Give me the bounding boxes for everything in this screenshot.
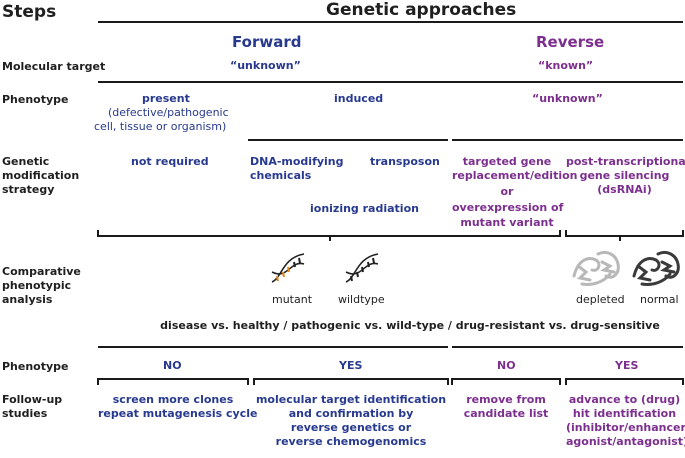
- phenotype2-reverse-yes: YES: [615, 359, 639, 372]
- phenotype-present-sub-1: (defective/pathogenic: [108, 106, 229, 119]
- phenotype-present: present: [142, 92, 190, 105]
- strategy-targeted-4: overexpression of: [452, 201, 564, 214]
- followup-forward-yes-1: molecular target identification: [255, 393, 447, 406]
- depleted-caption: depleted: [576, 293, 625, 306]
- followup-forward-no-2: repeat mutagenesis cycle: [98, 407, 258, 420]
- strategy-post-transcriptional-2: gene silencing: [579, 169, 670, 182]
- followup-forward-yes-3: reverse genetics or: [290, 421, 412, 434]
- row-label-comparative-1: Comparative: [2, 265, 81, 278]
- followup-reverse-yes-1: advance to (drug): [568, 393, 681, 406]
- phenotype2-forward-no: NO: [163, 359, 182, 372]
- followup-reverse-yes-3: (inhibitor/enhancer,: [566, 421, 685, 434]
- strategy-dna-modifying-1: DNA-modifying: [250, 155, 344, 168]
- strategy-dna-modifying-2: chemicals: [250, 169, 312, 182]
- forward-column-header: Forward: [232, 33, 302, 51]
- strategy-post-transcriptional-1: post-transcriptional: [566, 155, 685, 168]
- steps-header: Steps: [2, 2, 57, 22]
- row-label-phenotype: Phenotype: [2, 93, 69, 106]
- mutant-caption: mutant: [272, 293, 313, 306]
- reverse-column-header: Reverse: [536, 33, 605, 51]
- approaches-header: Genetic approaches: [326, 0, 517, 20]
- row-label-strategy-3: strategy: [2, 183, 55, 196]
- wildtype-caption: wildtype: [338, 293, 385, 306]
- comparison-statement: disease vs. healthy / pathogenic vs. wil…: [160, 319, 660, 332]
- phenotype2-reverse-no: NO: [497, 359, 516, 372]
- row-label-phenotype2: Phenotype: [2, 360, 69, 373]
- row-label-molecular-target: Molecular target: [2, 60, 106, 73]
- strategy-targeted-1: targeted gene: [462, 155, 552, 168]
- row-label-comparative-3: analysis: [2, 293, 53, 306]
- normal-protein-icon: [632, 250, 680, 286]
- strategy-targeted-2: replacement/edition: [452, 169, 578, 182]
- strategy-transposon: transposon: [370, 155, 440, 168]
- strategy-targeted-3: or: [500, 185, 514, 198]
- strategy-post-transcriptional-3: (dsRNAi): [597, 183, 652, 196]
- followup-reverse-no-2: candidate list: [463, 407, 549, 420]
- row-label-comparative-2: phenotypic: [2, 279, 72, 292]
- row-label-followup-2: studies: [2, 407, 48, 420]
- followup-forward-yes-2: and confirmation by: [288, 407, 414, 420]
- phenotype-induced: induced: [334, 92, 384, 105]
- followup-forward-yes-4: reverse chemogenomics: [275, 435, 427, 448]
- row-label-strategy-1: Genetic: [2, 155, 50, 168]
- strategy-targeted-5: mutant variant: [460, 216, 554, 229]
- followup-reverse-yes-4: agonist/antagonist): [566, 435, 685, 448]
- strategy-not-required: not required: [131, 155, 209, 168]
- mutant-dna-icon: [271, 253, 305, 283]
- phenotype-present-sub-2: cell, tissue or organism): [94, 120, 227, 133]
- depleted-protein-icon: [572, 250, 620, 286]
- phenotype2-forward-yes: YES: [339, 359, 363, 372]
- phenotype-reverse-unknown: “unknown”: [532, 92, 603, 105]
- normal-caption: normal: [640, 293, 679, 306]
- strategy-ionizing: ionizing radiation: [310, 202, 419, 215]
- followup-reverse-no-1: remove from: [466, 393, 546, 406]
- forward-target: “unknown”: [230, 59, 301, 72]
- row-label-strategy-2: modification: [2, 169, 80, 182]
- followup-reverse-yes-2: hit identification: [572, 407, 677, 420]
- wildtype-dna-icon: [345, 253, 379, 283]
- row-label-followup-1: Follow-up: [2, 393, 63, 406]
- followup-forward-no-1: screen more clones: [112, 393, 234, 406]
- reverse-target: “known”: [538, 59, 594, 72]
